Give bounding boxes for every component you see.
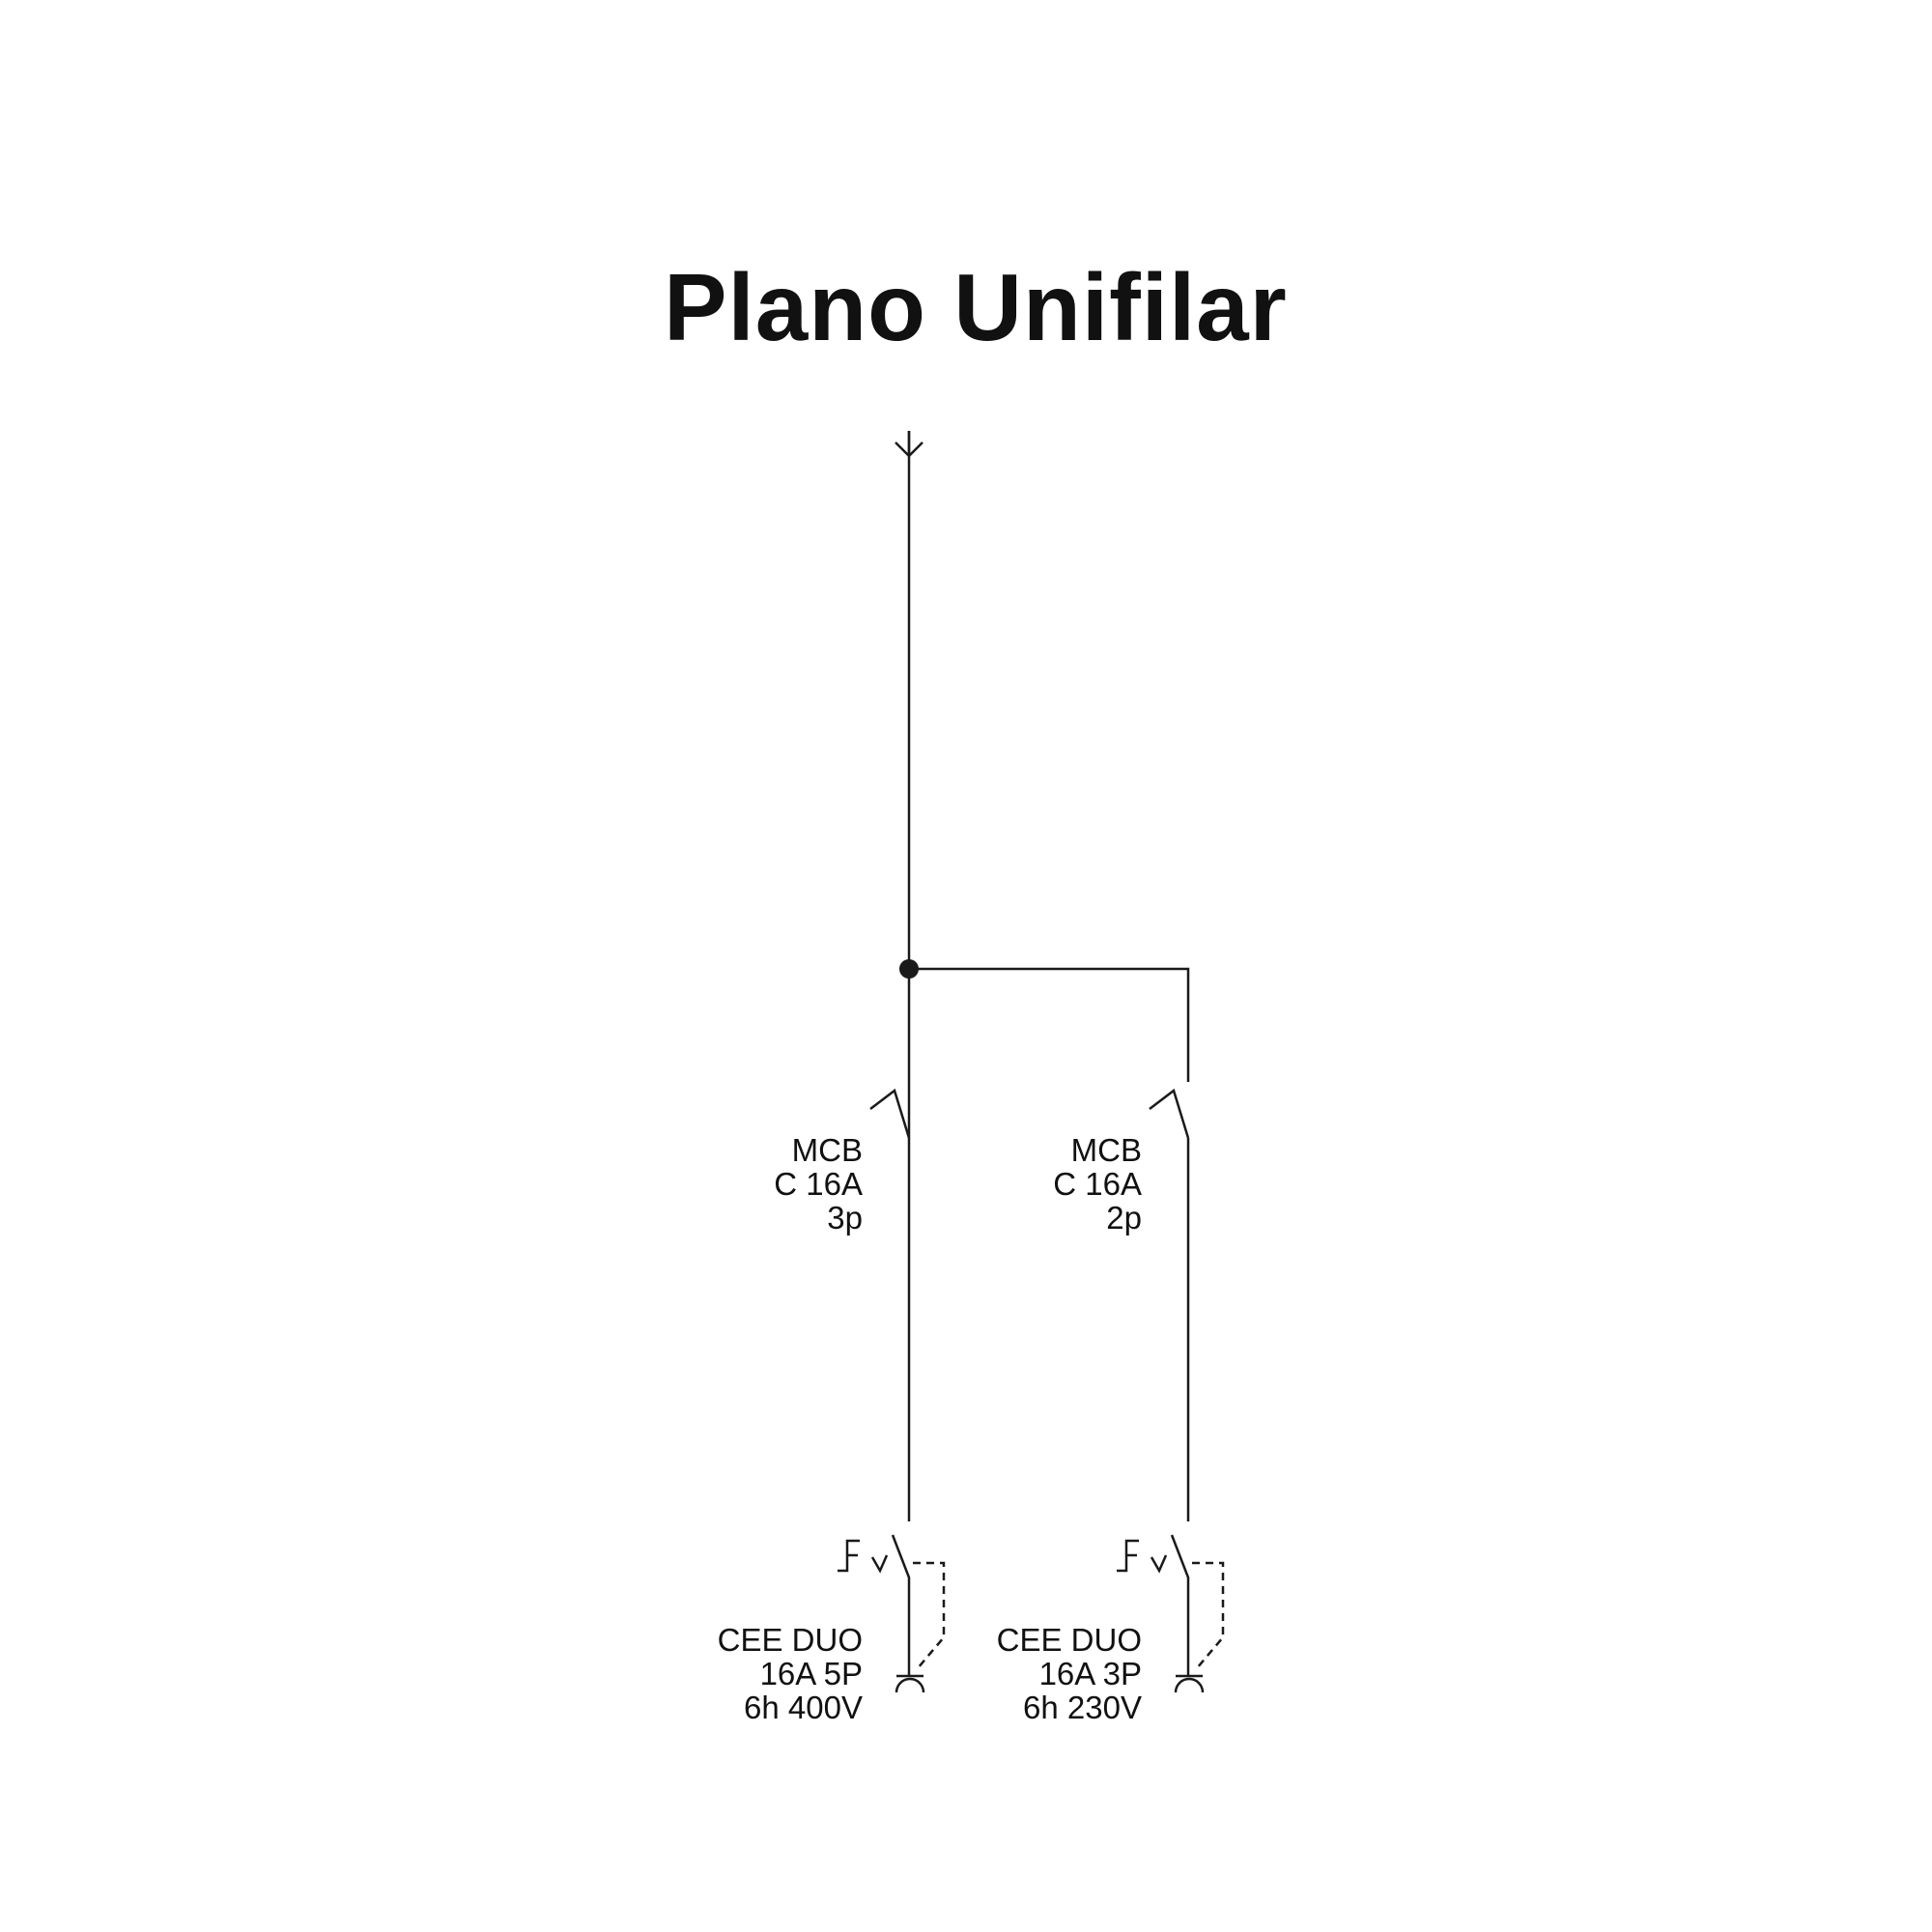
- socket-icon: [1174, 1677, 1205, 1693]
- outlet-switch-icon: [838, 1534, 946, 1693]
- breaker-type-label: MCB: [1071, 1132, 1142, 1168]
- socket-icon: [895, 1677, 925, 1693]
- diagram-title: Plano Unifilar: [664, 254, 1288, 360]
- outlet-type-label: CEE DUO: [997, 1622, 1142, 1658]
- breaker-rating-label: C 16A: [1053, 1166, 1142, 1202]
- outlet-switch-icon: [1117, 1534, 1225, 1693]
- breaker-rating-label: C 16A: [774, 1166, 863, 1202]
- outlet-type-label: CEE DUO: [718, 1622, 863, 1658]
- mcb-contact-icon: [1149, 1088, 1190, 1139]
- breaker-type-label: MCB: [792, 1132, 863, 1168]
- mcb-contact-icon: [869, 1088, 911, 1139]
- breaker-poles-label: 3p: [827, 1200, 863, 1236]
- busbar-to-branch-2: [909, 967, 1190, 1082]
- outlet-spec-label: 16A 5P: [760, 1656, 863, 1691]
- outlet-spec-label: 16A 3P: [1039, 1656, 1142, 1691]
- outlet-voltage-label: 6h 400V: [744, 1690, 863, 1725]
- outlet-voltage-label: 6h 230V: [1023, 1690, 1142, 1725]
- breaker-poles-label: 2p: [1106, 1200, 1142, 1236]
